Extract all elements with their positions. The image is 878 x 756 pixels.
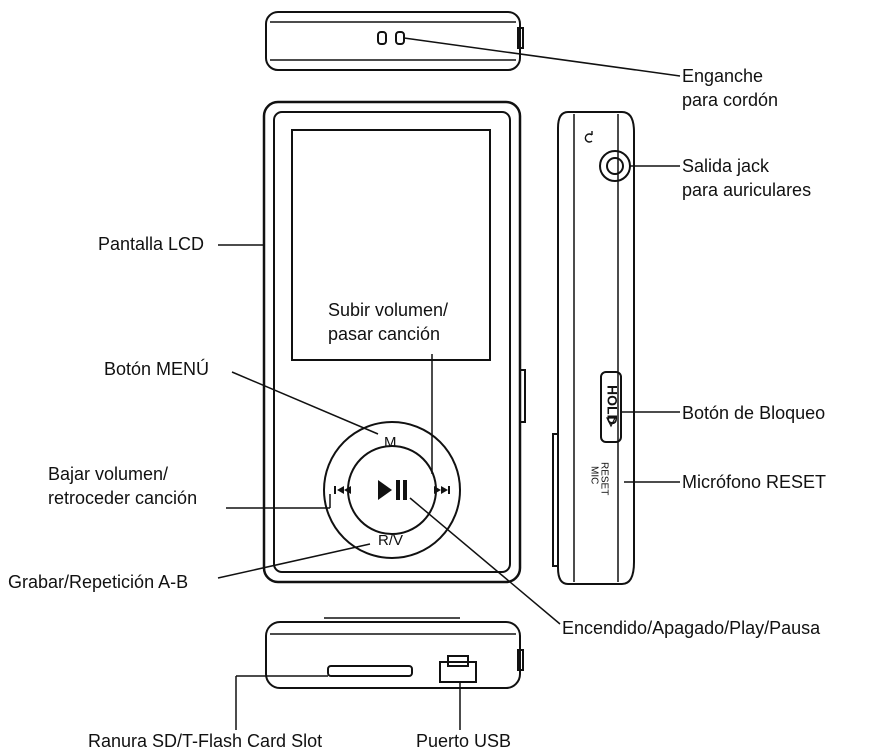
- volume-down-label: Bajar volumen/ retroceder canción: [48, 464, 198, 508]
- lcd-screen: [291, 129, 491, 361]
- lcd-screen-label: Pantalla LCD: [98, 234, 205, 254]
- lanyard-hook-label: Enganche para cordón: [682, 66, 779, 110]
- sd-card-slot[interactable]: [327, 665, 413, 677]
- prev-track-icon: [334, 486, 351, 494]
- play-pause-icon: [378, 480, 407, 500]
- hold-lock-label: Botón de Bloqueo: [682, 403, 826, 423]
- device-top-view: [265, 11, 524, 71]
- hold-arrow-icon: [606, 417, 616, 428]
- hold-switch-label: HOLD: [604, 385, 620, 425]
- menu-key-label: M: [384, 434, 397, 451]
- lanyard-hole-right: [395, 31, 405, 45]
- device-side-view: [552, 111, 635, 585]
- headphone-jack[interactable]: [599, 150, 631, 182]
- usb-port[interactable]: [439, 661, 477, 683]
- record-repeat-label: Grabar/Repetición A-B: [8, 572, 189, 592]
- usb-port-label: Puerto USB: [416, 731, 512, 751]
- device-front-view: [262, 100, 526, 584]
- power-play-pause-label: Encendido/Apagado/Play/Pausa: [562, 618, 821, 638]
- reset-label: RESET: [598, 462, 609, 495]
- hold-switch[interactable]: [600, 371, 622, 443]
- lanyard-hole-left: [377, 31, 387, 45]
- volume-up-label: Subir volumen/ pasar canción: [328, 300, 449, 344]
- leader-lines: [217, 37, 681, 730]
- mic-reset-label: Micrófono RESET: [682, 472, 827, 492]
- mic-label: MIC: [588, 466, 599, 484]
- headphone-icon: [584, 131, 593, 143]
- control-ring[interactable]: [323, 421, 461, 559]
- device-bottom-view: [265, 617, 524, 689]
- headphone-jack-label: Salida jack para auriculares: [682, 156, 812, 200]
- menu-button-label: Botón MENÚ: [104, 359, 210, 379]
- sd-slot-label: Ranura SD/T-Flash Card Slot: [88, 731, 323, 751]
- next-track-icon: [434, 486, 450, 494]
- rv-key-label: R/V: [378, 532, 404, 549]
